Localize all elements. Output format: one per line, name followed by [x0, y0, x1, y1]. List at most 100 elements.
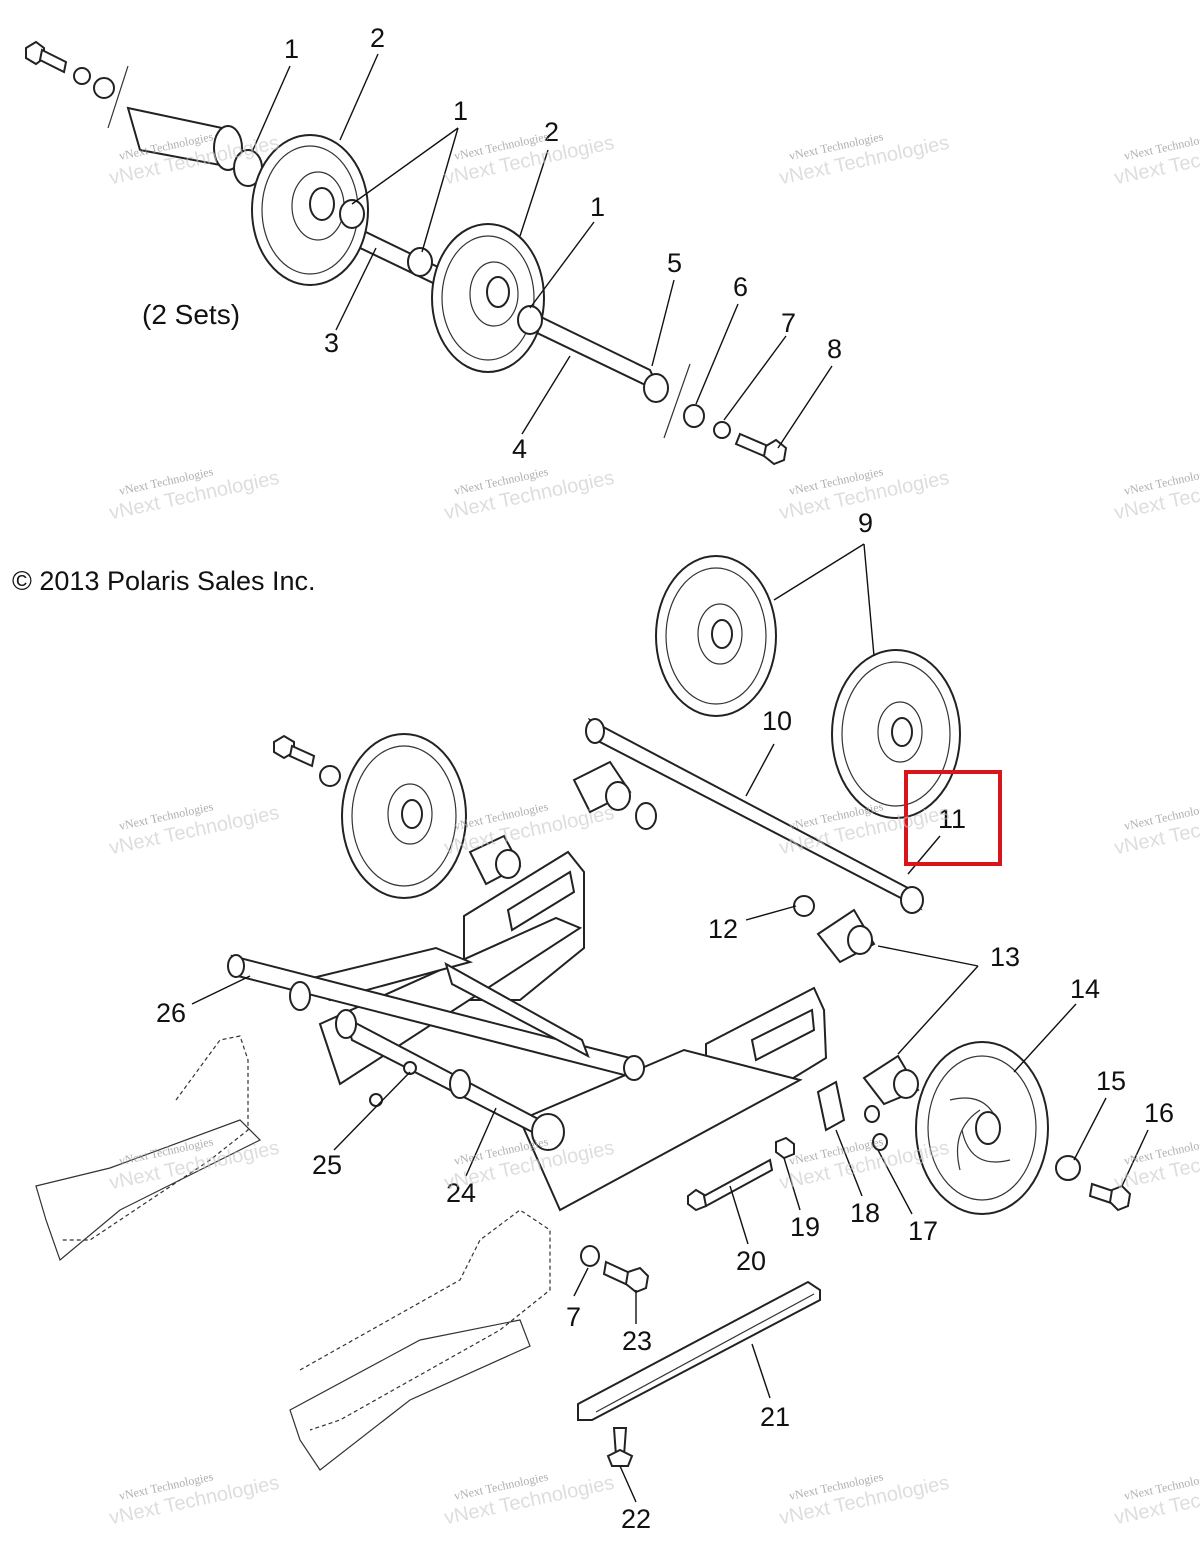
idler-wheel-part	[831, 649, 961, 819]
bolt-part	[602, 1260, 650, 1294]
cross-shaft-part	[444, 961, 590, 1059]
screw-head	[606, 1448, 634, 1467]
callout-label: 7	[566, 1302, 581, 1332]
callout-label: 2	[370, 23, 385, 53]
callout-label: 10	[762, 706, 792, 736]
washer-part	[683, 404, 705, 428]
callout-label: 4	[512, 434, 527, 464]
bottom-assembly	[35, 555, 1132, 1471]
watermark-tile: vNext Technologies vNext Technologies	[1112, 799, 1200, 859]
nut-part	[872, 1133, 888, 1151]
washer-part	[793, 895, 815, 917]
callout-label: 20	[736, 1246, 766, 1276]
shaft-end	[900, 886, 924, 914]
nut-part	[403, 1061, 417, 1075]
spacer-ring	[335, 1009, 357, 1039]
callout-label: 6	[733, 272, 748, 302]
bracket-part	[816, 1080, 846, 1132]
shaft-end	[585, 718, 605, 744]
washer-part	[635, 802, 657, 830]
callout-label: 8	[827, 334, 842, 364]
shaft-end	[643, 373, 669, 403]
callout-label: 16	[1144, 1098, 1174, 1128]
watermark-tile: vNext Technologies vNext Technologies	[107, 464, 281, 524]
callout-label: 13	[990, 942, 1020, 972]
callout-label: 2	[544, 117, 559, 147]
top-axle-assembly	[25, 40, 788, 466]
callout-label: 1	[453, 96, 468, 126]
callout-label: 15	[1096, 1066, 1126, 1096]
bolt-part	[734, 432, 788, 466]
bolt-part	[273, 734, 316, 768]
spacer-ring	[289, 981, 311, 1011]
copyright-notice: © 2013 Polaris Sales Inc.	[12, 566, 316, 596]
washer-part	[713, 421, 731, 439]
watermark-tile: vNext Technologies vNext Technologies	[107, 1469, 281, 1529]
rail-slot	[506, 870, 576, 932]
callout-label: 23	[622, 1326, 652, 1356]
watermark-tile: vNext Technologies vNext Technologies	[1112, 1469, 1200, 1529]
watermark-tile: vNext Technologies vNext Technologies	[1112, 1134, 1200, 1194]
callout-label: 24	[446, 1178, 476, 1208]
nut-part	[369, 1093, 383, 1107]
callout-label: 3	[324, 328, 339, 358]
end-cap-part	[572, 760, 632, 814]
shaft-end	[227, 954, 245, 978]
washer-part	[1055, 1155, 1081, 1181]
shaft-end	[623, 1055, 645, 1081]
callout-label: 12	[708, 914, 738, 944]
sets-note: (2 Sets)	[142, 299, 240, 330]
spacer-ring	[407, 247, 433, 277]
spacer-ring	[339, 199, 365, 229]
callout-label: 5	[667, 248, 682, 278]
shaft-end	[531, 1113, 565, 1151]
washer-part	[319, 765, 341, 787]
callout-labels: 1 2 1 2 1 3 4 5 6 7 8 9 10 11 12 13 14 1…	[156, 23, 1174, 1534]
slide-part	[577, 1280, 821, 1421]
callout-label: 19	[790, 1212, 820, 1242]
top-leader-lines	[251, 53, 833, 449]
callout-label: 14	[1070, 974, 1100, 1004]
washer-part	[93, 77, 115, 99]
spacer-ring	[449, 1069, 471, 1099]
bolt-part	[687, 1158, 774, 1212]
callout-label: 9	[858, 508, 873, 538]
bolt-part	[25, 40, 68, 74]
callout-label: 21	[760, 1402, 790, 1432]
spacer-ring	[517, 305, 543, 335]
watermark-tile: vNext Technologies vNext Technologies	[777, 1469, 951, 1529]
watermark-tile: vNext Technologies vNext Technologies	[1112, 464, 1200, 524]
callout-label: 11	[938, 804, 966, 834]
idler-wheel-part	[655, 555, 777, 717]
callout-label: 26	[156, 998, 186, 1028]
background-track-rail	[35, 1035, 551, 1471]
bottom-leader-lines	[191, 543, 1149, 1503]
watermark-tile: vNext Technologies vNext Technologies	[777, 129, 951, 189]
end-cap-part	[862, 1054, 920, 1106]
nut-part	[864, 1105, 880, 1123]
idler-wheel-part	[431, 223, 545, 373]
end-cap-part	[468, 834, 522, 886]
callout-label: 25	[312, 1150, 342, 1180]
callout-label: 7	[781, 308, 796, 338]
watermark-tile: vNext Technologies vNext Technologies	[442, 129, 616, 189]
end-cap-part	[816, 908, 876, 964]
washer-part	[73, 67, 91, 85]
highlight-box	[904, 770, 1002, 866]
watermark-tile: vNext Technologies vNext Technologies	[107, 1134, 281, 1194]
watermark-tile: vNext Technologies vNext Technologies	[442, 464, 616, 524]
nut-part	[775, 1136, 795, 1160]
idler-wheel-part	[915, 1041, 1049, 1215]
callout-label: 1	[284, 34, 299, 64]
callout-label: 17	[908, 1216, 938, 1246]
callout-label: 18	[850, 1198, 880, 1228]
callout-label: 22	[621, 1504, 651, 1534]
watermark-tile: vNext Technologies vNext Technologies	[1112, 129, 1200, 189]
watermark-tile: vNext Technologies vNext Technologies	[107, 799, 281, 859]
idler-wheel-part	[341, 733, 467, 899]
idler-wheel-part	[251, 134, 369, 286]
rail-slot	[750, 1008, 816, 1062]
callout-label: 1	[590, 192, 605, 222]
washer-part	[580, 1245, 600, 1267]
